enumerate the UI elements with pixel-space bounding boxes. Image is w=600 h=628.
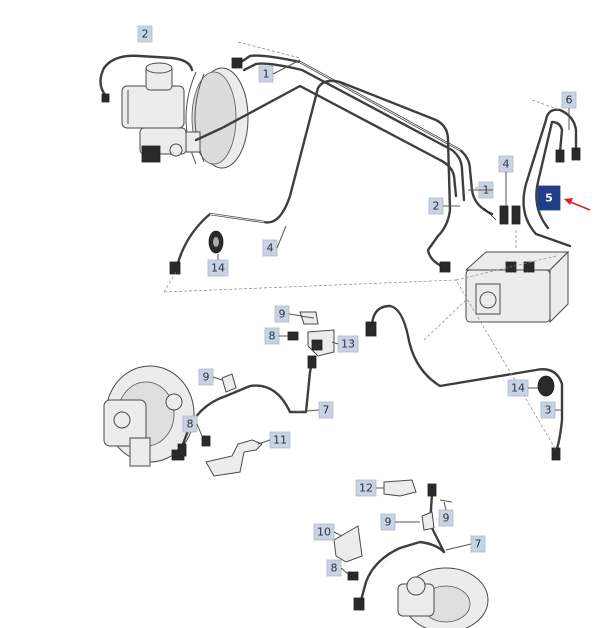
- callout-2-top: 2: [137, 25, 153, 43]
- fitting-3b: [551, 447, 561, 461]
- fitting-3a: [365, 321, 377, 337]
- callout-14-upper: 14: [207, 259, 229, 277]
- svg-text:12: 12: [359, 482, 373, 495]
- bracket-part-13: [299, 311, 335, 357]
- hose-part-2: [99, 54, 194, 98]
- fitting-4c: [499, 205, 509, 225]
- callout-4-left: 4: [262, 239, 278, 257]
- callout-7-rear: 7: [470, 535, 486, 553]
- svg-text:11: 11: [273, 434, 287, 447]
- svg-text:7: 7: [475, 538, 482, 551]
- bracket-part-11: [201, 435, 263, 477]
- svg-text:5: 5: [545, 192, 553, 205]
- callout-9-rear: 9: [380, 513, 396, 531]
- leader-lines: [163, 41, 561, 451]
- callout-3: 3: [540, 401, 556, 419]
- clip-part-9-front: [221, 373, 237, 393]
- grommet-part-14-lower: [537, 375, 555, 397]
- svg-text:4: 4: [503, 158, 510, 171]
- callout-leaders: [196, 59, 570, 575]
- svg-text:4: 4: [267, 242, 274, 255]
- hose-2-clip: [101, 93, 110, 103]
- brake-pipe-part-3: [370, 304, 564, 454]
- callout-2-middle: 2: [428, 197, 444, 215]
- svg-text:1: 1: [263, 68, 270, 81]
- callout-8-middle: 8: [182, 415, 198, 433]
- svg-text:10: 10: [317, 526, 331, 539]
- callout-4-right: 4: [498, 155, 514, 173]
- callout-8-rear: 8: [326, 559, 342, 577]
- svg-text:9: 9: [279, 308, 286, 321]
- fitting-4b: [439, 261, 451, 273]
- callout-6: 6: [561, 91, 577, 109]
- callout-8-upper: 8: [264, 327, 280, 345]
- svg-text:14: 14: [511, 382, 525, 395]
- callout-7-front: 7: [318, 401, 334, 419]
- front-brake-disc-assembly: [103, 365, 195, 467]
- callout-10: 10: [313, 523, 335, 541]
- callout-13: 13: [337, 335, 359, 353]
- callout-9-middle: 9: [198, 368, 214, 386]
- callout-11: 11: [269, 431, 291, 449]
- red-arrow-icon: [564, 198, 591, 211]
- callout-9-rear-upper: 9: [438, 509, 454, 527]
- svg-text:2: 2: [142, 28, 149, 41]
- brake-pipes-part-6: [522, 108, 581, 248]
- brake-hose-part-7-rear: [353, 483, 446, 611]
- callout-9-upper: 9: [274, 305, 290, 323]
- abs-control-unit: [464, 250, 570, 324]
- fitting-4: [169, 261, 181, 275]
- callout-1-top: 1: [258, 65, 274, 83]
- clip-part-9-rear: [421, 511, 435, 531]
- bolt-part-8-upper: [287, 331, 299, 341]
- svg-text:9: 9: [385, 516, 392, 529]
- bolt-part-8-rear: [347, 571, 359, 581]
- brake-booster-assembly: [121, 62, 249, 169]
- callout-14-lower: 14: [507, 379, 529, 397]
- svg-text:6: 6: [566, 94, 573, 107]
- svg-text:2: 2: [433, 200, 440, 213]
- callout-5-highlighted[interactable]: 5: [537, 185, 561, 211]
- rear-brake-disc-assembly: [397, 567, 489, 628]
- svg-text:9: 9: [443, 512, 450, 525]
- bracket-part-12: [383, 479, 417, 497]
- svg-text:14: 14: [211, 262, 225, 275]
- brake-pipes-upper: [174, 54, 494, 272]
- svg-text:3: 3: [545, 404, 552, 417]
- svg-text:9: 9: [203, 371, 210, 384]
- svg-text:7: 7: [323, 404, 330, 417]
- svg-text:8: 8: [269, 330, 276, 343]
- svg-text:13: 13: [341, 338, 355, 351]
- svg-text:8: 8: [331, 562, 338, 575]
- callout-12: 12: [355, 479, 377, 497]
- fitting-1: [231, 57, 243, 69]
- grommet-part-14-upper: [208, 230, 224, 254]
- fitting-4d: [511, 205, 521, 225]
- bracket-part-10: [333, 525, 363, 563]
- svg-text:8: 8: [187, 418, 194, 431]
